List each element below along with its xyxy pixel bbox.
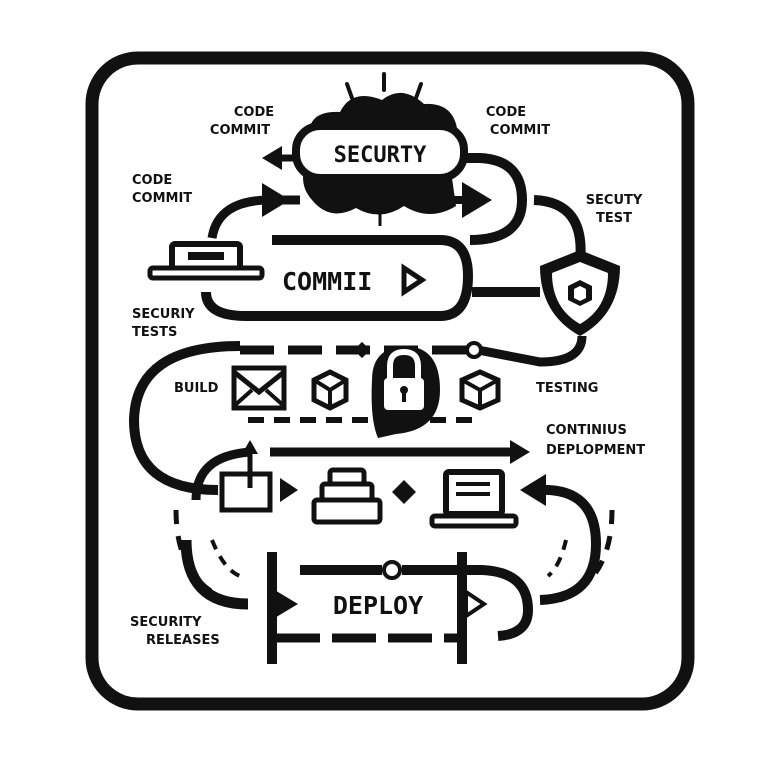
side-label-line: DEPLOPMENT [546, 443, 645, 458]
security-label: SECURTY [334, 143, 427, 168]
upload-icon [219, 440, 298, 513]
security-banner [292, 122, 468, 182]
stack-icon [311, 467, 383, 525]
secuty-test-label: SECUTY TEST [586, 193, 643, 226]
arrow-right-icon [268, 586, 298, 622]
dashed-arc-inner [210, 539, 241, 578]
side-label-line: SECUTY [586, 193, 643, 208]
continuous-deployment-label: CONTINIUS DEPLOPMENT [546, 423, 645, 458]
commit-label: COMMII [282, 267, 372, 296]
testing-label: TESTING [536, 381, 598, 396]
lock-icon [371, 346, 440, 438]
code-commit-label-top-right: CODE COMMIT [486, 105, 550, 138]
side-label-line: COMMIT [132, 191, 192, 206]
deploy-label: DEPLOY [333, 591, 423, 620]
node-dot [382, 560, 402, 580]
arrow-up-icon [374, 204, 386, 214]
dashed-arc-right [559, 509, 615, 603]
deploy-left-bracket [180, 539, 249, 610]
side-label-line: TESTS [132, 325, 177, 340]
flow-path-middle [477, 335, 587, 367]
side-label-line: RELEASES [146, 633, 220, 648]
code-commit-label-left: CODE COMMIT [132, 173, 192, 206]
side-label-line: SECURIY [132, 307, 195, 322]
diamond-icon [353, 341, 371, 359]
security-releases-label: SECURITY RELEASES [130, 615, 220, 648]
shield-icon [540, 250, 620, 336]
box-icon [311, 369, 349, 411]
arrow-right-icon [462, 182, 492, 218]
side-label-line: COMMIT [210, 123, 270, 138]
security-tests-label: SECURIY TESTS [132, 307, 195, 340]
side-label-line: CONTINIUS [546, 423, 627, 438]
side-label-line: CODE [132, 173, 172, 188]
arrow-left-icon [520, 474, 546, 506]
laptop-icon [147, 241, 265, 281]
side-label-line: CODE [486, 105, 526, 120]
cube-icon [459, 369, 501, 411]
arrow-right-icon [464, 588, 488, 620]
arrow-right-icon [510, 440, 530, 464]
build-label: BUILD [174, 381, 219, 396]
envelope-icon [231, 365, 287, 411]
flow-path-right [533, 195, 586, 263]
flow-path-left-mid [128, 341, 241, 495]
flow-path-deploy-top [402, 565, 534, 641]
node-dot [465, 341, 483, 359]
side-label-line: TEST [596, 211, 632, 226]
arrow-right-icon [262, 183, 290, 217]
dashed-arc-inner-right [546, 539, 568, 578]
diamond-icon [392, 480, 416, 504]
monitor-icon [429, 469, 519, 529]
flow-path-lower-left [191, 447, 251, 501]
side-label-line: COMMIT [490, 123, 550, 138]
flow-path-top [464, 153, 528, 245]
commit-rail [201, 235, 474, 321]
arrow-left-icon [262, 146, 282, 170]
code-commit-label-top-left: CODE COMMIT [210, 105, 274, 138]
flow-path-lower-right [539, 484, 602, 605]
side-label-line: SECURITY [130, 615, 202, 630]
side-label-line: CODE [234, 105, 274, 120]
arrow-right-icon [401, 263, 427, 297]
